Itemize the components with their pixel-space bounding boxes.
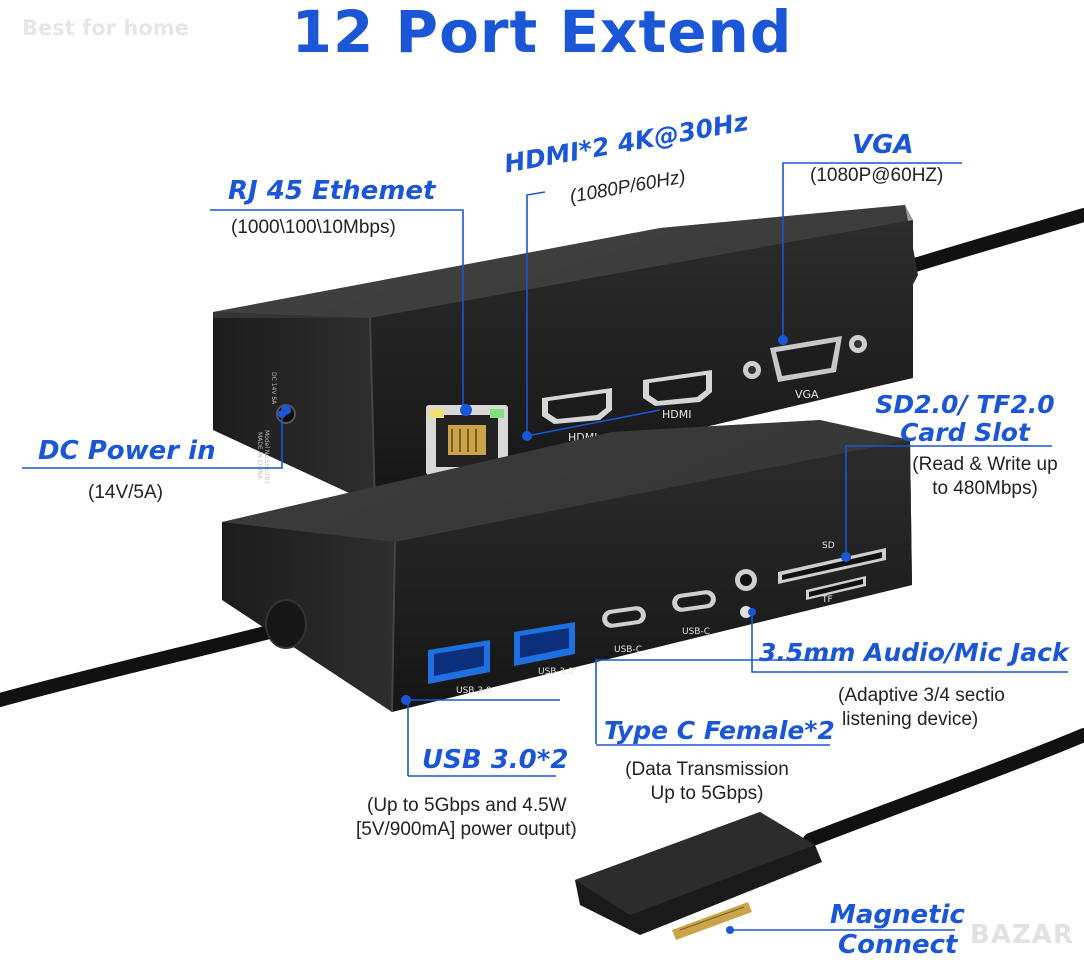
brand-watermark-logo: BAZAR bbox=[970, 920, 1074, 950]
typec-detail-line1: (Data Transmission bbox=[625, 759, 789, 780]
usbc-port-2-marking: USB-C bbox=[682, 627, 710, 637]
usbc-port-1-marking: USB-C bbox=[614, 645, 642, 655]
magnetic-label-line2: Connect bbox=[838, 930, 958, 960]
typec-detail-line2: Up to 5Gbps) bbox=[650, 783, 764, 804]
page-title: 12 Port Extend bbox=[291, 0, 793, 66]
dc-power-detail: (14V/5A) bbox=[88, 482, 163, 503]
vga-label: VGA bbox=[852, 130, 914, 160]
sd-slot-marking: SD bbox=[822, 541, 835, 551]
magnetic-label-line1: Magnetic bbox=[830, 900, 965, 930]
usb-port-2: USB 3.0 bbox=[514, 622, 575, 677]
cable-right bbox=[898, 208, 1084, 275]
dc-marking-1: DC 14V 5A bbox=[270, 372, 277, 405]
magnetic-connector bbox=[575, 812, 822, 940]
hdmi-port-2: HDMI bbox=[643, 370, 712, 421]
rj45-label: RJ 45 Ethemet bbox=[228, 176, 436, 206]
tf-slot: TF bbox=[806, 576, 866, 605]
cable-magnetic bbox=[803, 728, 1084, 847]
callout-dots bbox=[278, 410, 756, 934]
rj45-port bbox=[426, 404, 508, 475]
tf-slot-marking: TF bbox=[821, 595, 833, 605]
usb-detail-line1: (Up to 5Gbps and 4.5W bbox=[367, 795, 567, 816]
sd-detail-line2: to 480Mbps) bbox=[932, 478, 1038, 499]
sd-label-line2: Card Slot bbox=[900, 418, 1030, 447]
dc-marking-3: MADE IN CHINA bbox=[256, 432, 263, 480]
dc-power-label: DC Power in bbox=[38, 436, 216, 466]
audio-detail-line2: listening device) bbox=[842, 709, 979, 730]
callout-lines bbox=[22, 162, 1068, 931]
usb-label: USB 3.0*2 bbox=[422, 745, 569, 775]
usbc-port-2: USB-C bbox=[672, 590, 716, 637]
usb-detail-line2: [5V/900mA] power output) bbox=[356, 819, 577, 840]
cable-left bbox=[0, 621, 292, 707]
usb-port-1-marking: USB 3.0 bbox=[456, 686, 492, 696]
audio-detail-line1: (Adaptive 3/4 sectio bbox=[838, 685, 1005, 706]
bottom-unit bbox=[222, 420, 912, 713]
sd-slot: SD bbox=[778, 541, 886, 584]
vga-port-marking: VGA bbox=[795, 388, 819, 401]
audio-label: 3.5mm Audio/Mic Jack bbox=[759, 638, 1069, 667]
hdmi-port-2-marking: HDMI bbox=[662, 408, 691, 421]
audio-jack bbox=[735, 569, 757, 618]
vga-port: VGA bbox=[743, 335, 867, 401]
usb-port-1: USB 3.0 bbox=[428, 640, 492, 696]
vga-detail: (1080P@60HZ) bbox=[810, 165, 944, 186]
sd-label-line1: SD2.0/ TF2.0 bbox=[875, 390, 1055, 419]
typec-label: Type C Female*2 bbox=[604, 716, 835, 745]
dc-marking-2: Model No.SHL-T01 bbox=[263, 430, 270, 485]
sd-detail-line1: (Read & Write up bbox=[912, 454, 1058, 475]
watermark-text: Best for home bbox=[22, 16, 189, 40]
usb-port-2-marking: USB 3.0 bbox=[538, 667, 574, 677]
usbc-port-1: USB-C bbox=[602, 606, 646, 655]
rj45-detail: (1000\100\10Mbps) bbox=[231, 217, 396, 238]
